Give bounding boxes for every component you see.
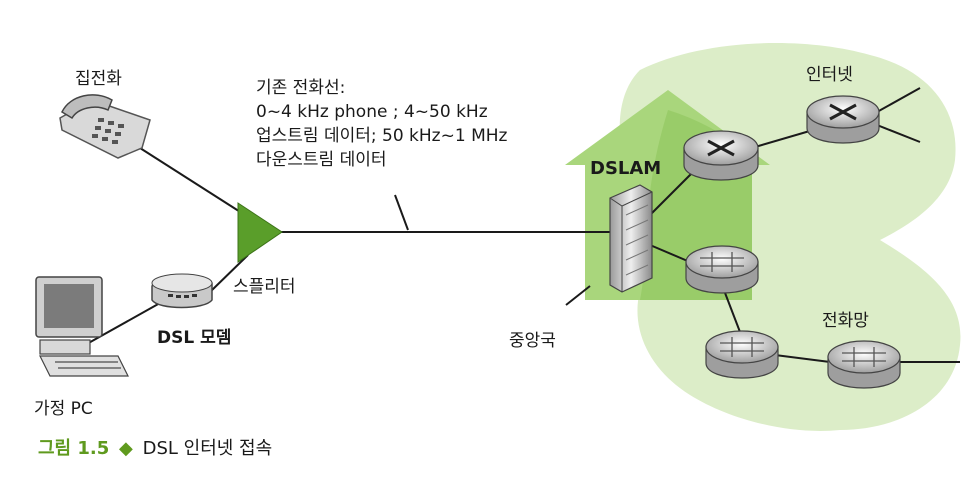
home-pc-label: 가정 PC — [34, 398, 93, 420]
switch-icon-middle — [705, 330, 779, 379]
dslam-switch-line — [649, 244, 691, 263]
splitter-label: 스플리터 — [233, 277, 296, 297]
line-note-2: 0~4 kHz phone ; 4~50 kHz — [256, 102, 488, 122]
dslam-icon — [609, 184, 653, 293]
home-pc-icon — [35, 276, 129, 377]
internet-exit-line-2 — [876, 124, 921, 143]
telephone-icon — [59, 94, 151, 159]
router-icon-internet — [806, 95, 880, 144]
phone-label: 집전화 — [75, 69, 122, 89]
connection-lines — [84, 87, 960, 363]
router-icon-central — [683, 130, 759, 181]
central-office-label: 중앙국 — [509, 331, 556, 351]
pc-modem-line — [84, 302, 161, 346]
telephone-network-label: 전화망 — [822, 311, 869, 331]
phone-line-note: 기존 전화선: 0~4 kHz phone ; 4~50 kHz 업스트림 데이… — [256, 76, 507, 172]
switch-icon-telephone — [827, 340, 901, 389]
splitter-icon — [237, 202, 283, 263]
caption-separator: ◆ — [119, 438, 133, 459]
office-pointer — [565, 285, 591, 306]
home-pc-label-text: 가정 PC — [34, 399, 93, 419]
line-note-4: 다운스트림 데이터 — [256, 150, 387, 170]
phone-line — [139, 147, 246, 216]
modem-splitter-line — [209, 254, 249, 293]
line-note-pointer — [394, 194, 409, 231]
dslam-label: DSLAM — [590, 158, 662, 179]
line-note-1: 기존 전화선: — [256, 78, 346, 98]
figure-caption: 그림 1.5 ◆ DSL 인터넷 접속 — [38, 437, 272, 461]
dsl-modem-icon — [151, 273, 213, 309]
dsl-modem-label: DSL 모뎀 — [157, 328, 232, 348]
caption-text: DSL 인터넷 접속 — [142, 438, 273, 459]
caption-number: 그림 1.5 — [38, 438, 110, 459]
line-note-3: 업스트림 데이터; 50 kHz~1 MHz — [256, 126, 508, 146]
internet-exit-line-1 — [876, 87, 921, 113]
switch-switch-line-2 — [774, 354, 831, 363]
switch-icon-central — [685, 245, 759, 294]
internet-label: 인터넷 — [806, 65, 853, 85]
